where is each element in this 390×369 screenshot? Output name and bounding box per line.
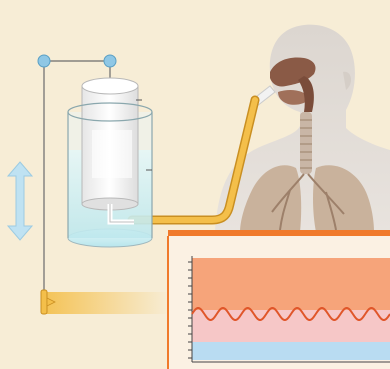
kymograph-chart — [168, 230, 390, 369]
pulley-right-icon — [104, 55, 116, 67]
region-orange — [192, 258, 390, 310]
region-blue — [192, 342, 390, 360]
human-figure — [215, 25, 390, 232]
up-down-arrow-icon — [8, 162, 32, 240]
pulley-left-icon — [38, 55, 50, 67]
recording-pen — [41, 290, 170, 314]
trachea — [300, 112, 312, 174]
bell-label-area — [92, 130, 132, 178]
